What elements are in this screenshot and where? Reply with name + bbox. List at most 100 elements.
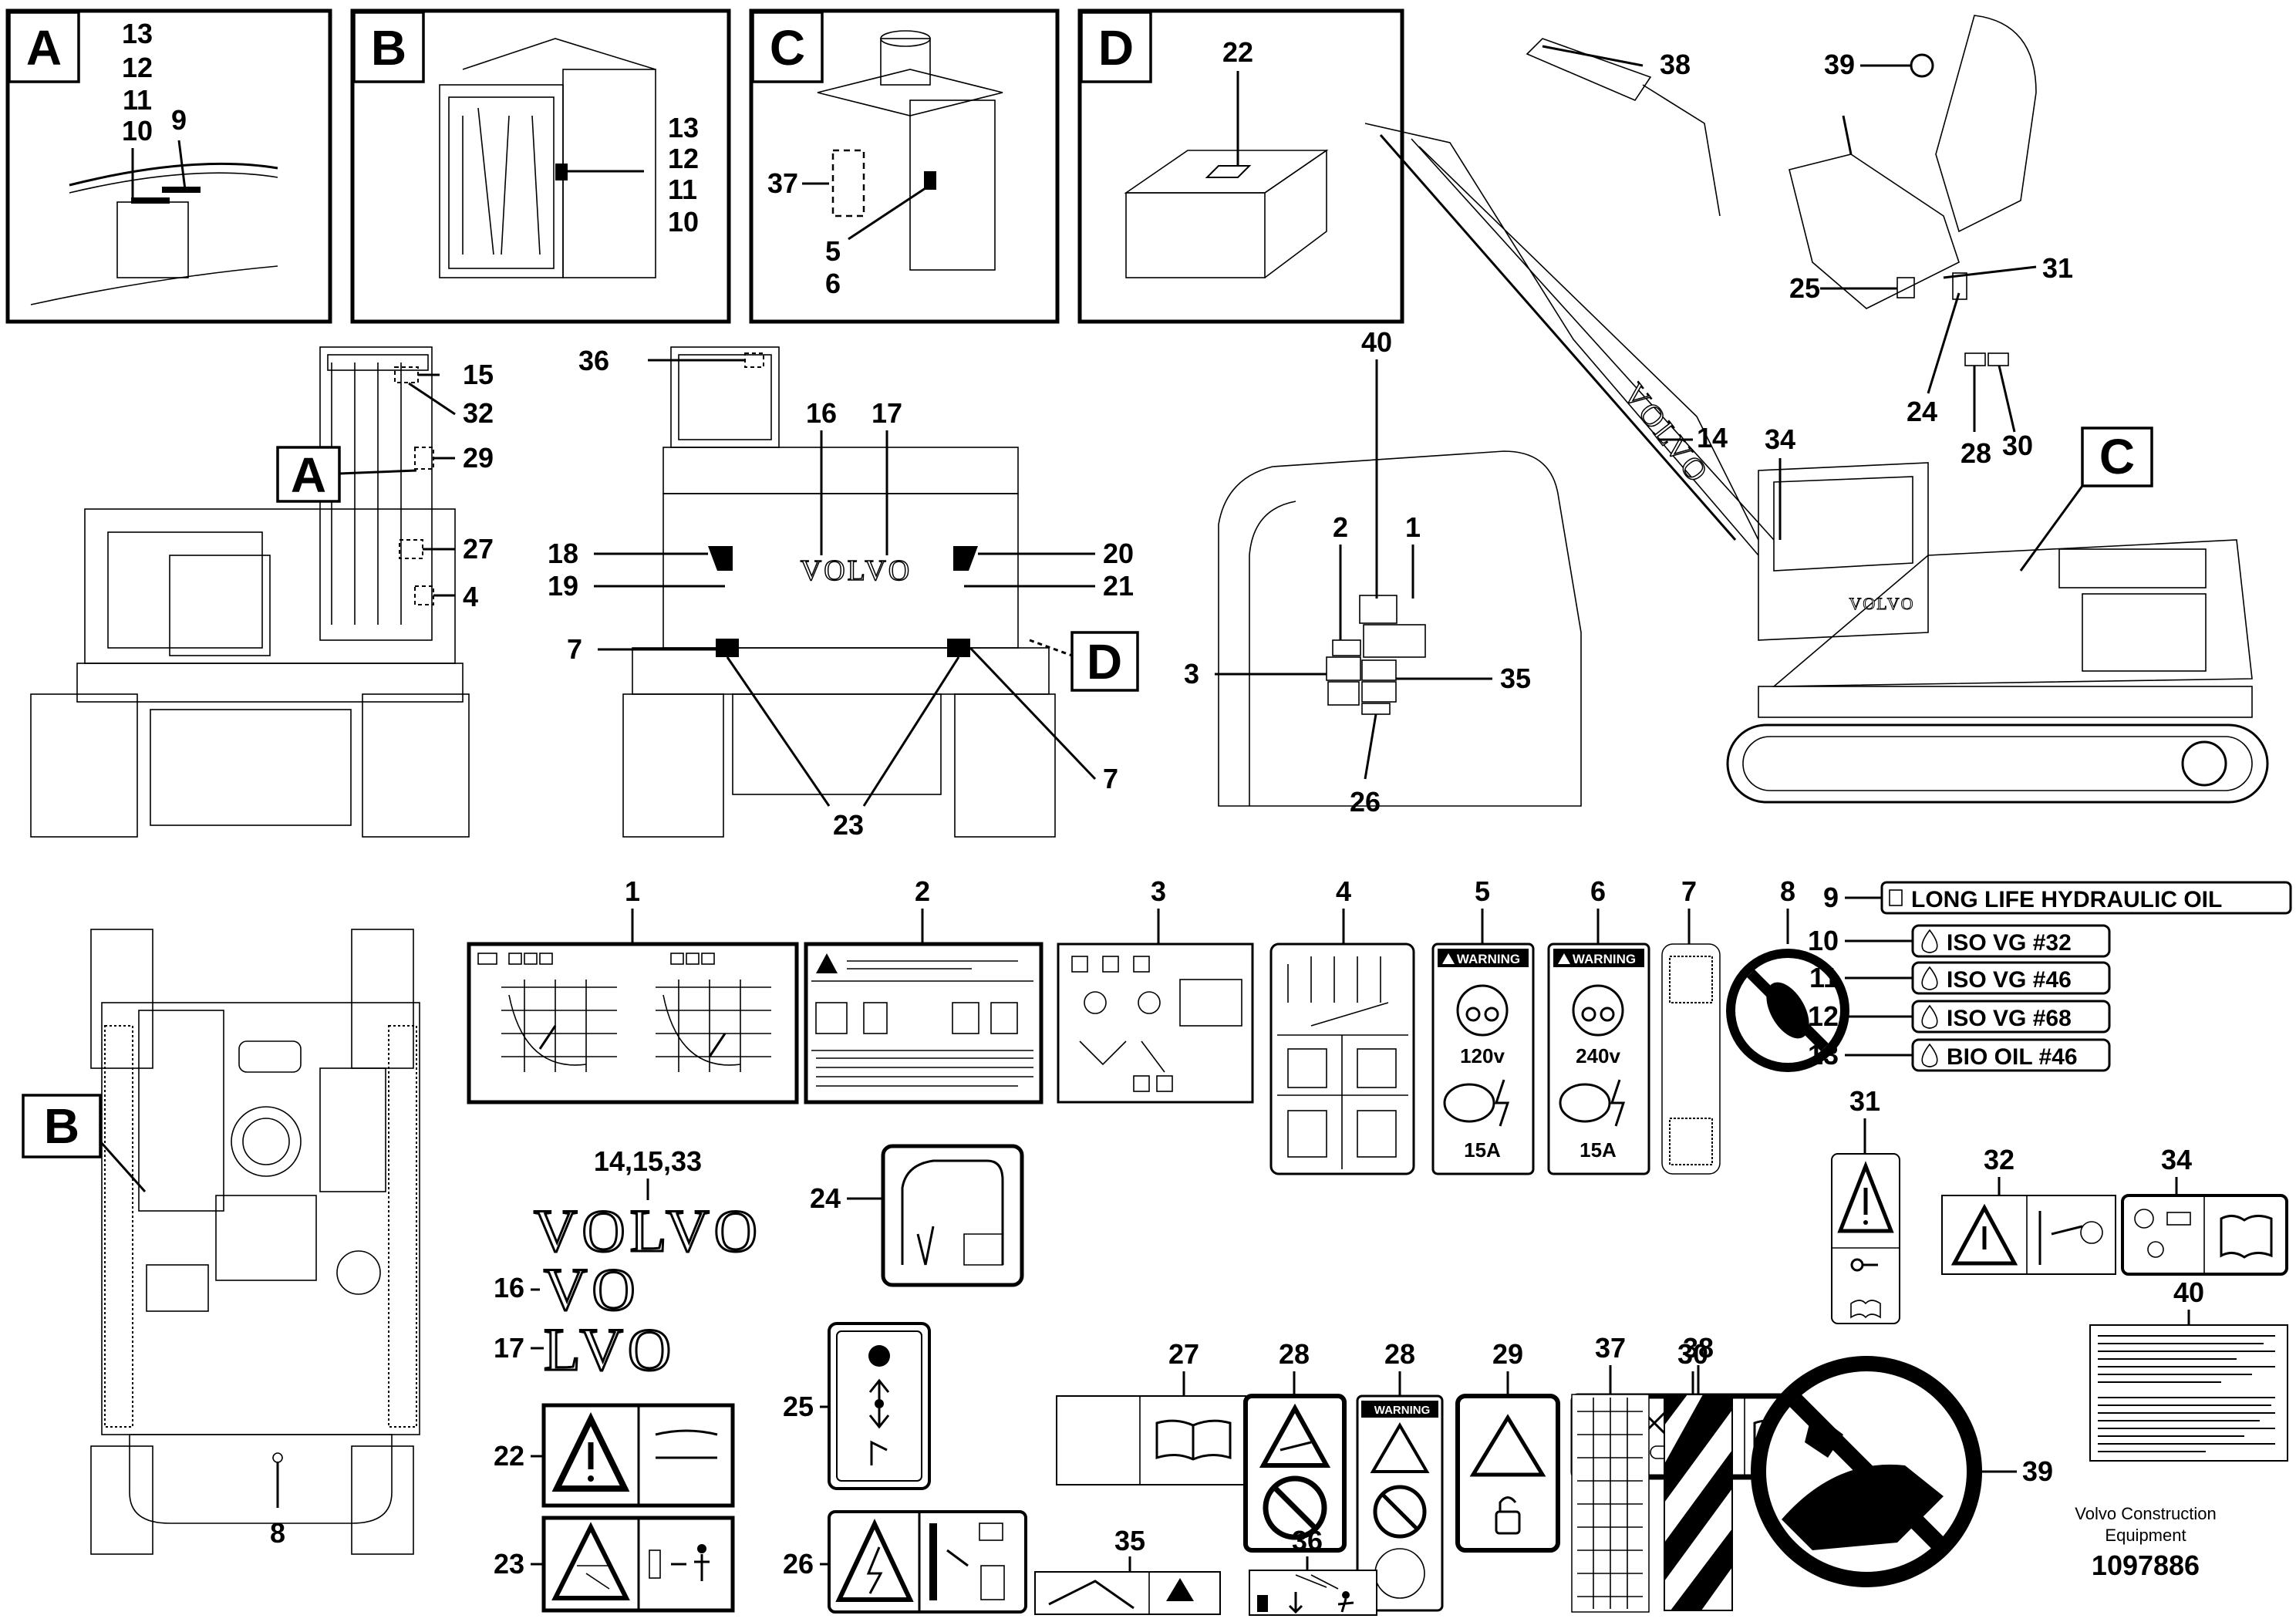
- detail-c-num-5: 5: [825, 235, 841, 267]
- decal-14-logo: VOLVO: [534, 1197, 762, 1264]
- detail-view-d: D 22: [1077, 8, 1404, 324]
- callout-20: 20: [1103, 538, 1134, 569]
- decal-8: 8: [1726, 875, 1849, 1072]
- callout-32: 32: [463, 397, 494, 429]
- callout-30: 28: [1961, 437, 1991, 469]
- decal-28a: 28: [1243, 1338, 1347, 1553]
- decal-39-num: 39: [2022, 1455, 2053, 1487]
- decal-7-num: 7: [1681, 875, 1697, 907]
- decal-28b: 28 WARNING: [1356, 1338, 1444, 1612]
- footer-company-line1: Volvo Construction: [2075, 1504, 2216, 1523]
- detail-a-num-13: 13: [122, 18, 153, 49]
- decal-37: 37: [1571, 1332, 1650, 1613]
- decal-40: 40: [2089, 1276, 2288, 1462]
- detail-c-num-6: 6: [825, 268, 841, 299]
- decal-2-num: 2: [915, 875, 930, 907]
- detail-a-letter: A: [26, 20, 62, 76]
- decal-6-amp: 15A: [1580, 1138, 1617, 1162]
- decal-14-15-33: 14,15,33 VOLVO: [533, 1145, 762, 1266]
- top-view: B 8: [22, 929, 420, 1555]
- decal-6-volt: 240v: [1576, 1044, 1620, 1067]
- detail-d-num-22: 22: [1222, 36, 1253, 68]
- decal-26-num: 26: [783, 1548, 814, 1580]
- oil-label-13-text: BIO OIL #46: [1947, 1044, 2078, 1070]
- callout-15: 15: [463, 359, 494, 390]
- decal-34-num: 34: [2161, 1144, 2192, 1175]
- marker-d: D: [1087, 634, 1122, 690]
- oil-labels: 9 LONG LIFE HYDRAULIC OIL 10 ISO VG #32 …: [1808, 881, 2292, 1072]
- decal-6-num: 6: [1590, 875, 1606, 907]
- detail-b-num-13: 13: [668, 112, 699, 143]
- decal-4-num: 4: [1336, 875, 1351, 907]
- detail-a-num-12: 12: [122, 52, 153, 83]
- callout-18: 18: [548, 538, 578, 569]
- cab-logo: VOLVO: [1849, 594, 1915, 613]
- callout-38: 38: [1660, 49, 1691, 80]
- decal-34: 34: [2121, 1144, 2288, 1276]
- decal-26: 26: [783, 1510, 1027, 1614]
- footer-part-number: 1097886: [2092, 1549, 2200, 1581]
- detail-b-num-11: 11: [668, 174, 697, 205]
- decal-24: 24: [810, 1144, 1024, 1287]
- decal-36: 36: [1249, 1525, 1377, 1616]
- callout-39: 39: [1824, 49, 1855, 80]
- decal-30-num: 30: [1677, 1338, 1708, 1370]
- oil-label-10-text: ISO VG #32: [1947, 930, 2072, 956]
- cab-view: 40 2 1 3 35 26: [1184, 326, 1582, 818]
- decal-39: 39: [1751, 1356, 2053, 1587]
- decal-2: 2: [804, 875, 1043, 1104]
- decal-27-num: 27: [1168, 1338, 1199, 1370]
- callout-14: 14: [1697, 422, 1728, 454]
- rear-view-left: A 15 32 29 27 4: [30, 346, 494, 838]
- decal-5: 5 WARNING 120v 15A: [1431, 875, 1535, 1175]
- decal-6-warning: WARNING: [1573, 952, 1636, 966]
- oil-label-11-num: 11: [1809, 962, 1839, 993]
- oil-label-9-text: LONG LIFE HYDRAULIC OIL: [1911, 887, 2222, 912]
- callout-23: 23: [833, 809, 864, 841]
- detail-view-a: A 13 12 11 10 9: [5, 8, 332, 324]
- callout-1: 1: [1405, 511, 1421, 543]
- callout-2: 2: [1333, 511, 1348, 543]
- decal-4: 4: [1269, 875, 1415, 1175]
- oil-label-12-text: ISO VG #68: [1947, 1006, 2072, 1031]
- decal-35-num: 35: [1114, 1525, 1145, 1556]
- callout-8-top: 8: [270, 1517, 285, 1549]
- decal-5-warning: WARNING: [1457, 952, 1520, 966]
- decal-36-num: 36: [1292, 1525, 1323, 1556]
- decal-16: 16 VO: [494, 1255, 636, 1324]
- decal-31: 31: [1831, 1085, 1900, 1324]
- callout-3: 3: [1184, 658, 1199, 690]
- decal-14-num: 14,15,33: [594, 1145, 702, 1177]
- decal-40-num: 40: [2173, 1276, 2204, 1308]
- decal-8-num: 8: [1780, 875, 1795, 907]
- callout-25: 31: [2042, 252, 2073, 284]
- decal-24-num: 24: [810, 1182, 841, 1214]
- decal-32: 32: [1941, 1144, 2116, 1275]
- callout-16: 16: [806, 397, 837, 429]
- decal-23-num: 23: [494, 1548, 524, 1580]
- detail-c-num-37: 37: [767, 167, 798, 199]
- callout-24: 34: [1765, 423, 1795, 455]
- callout-17: 17: [872, 397, 902, 429]
- callout-27: 27: [463, 533, 494, 565]
- footer-company-line2: Equipment: [2105, 1526, 2186, 1545]
- decal-29-num: 29: [1492, 1338, 1523, 1370]
- callout-21: 21: [1103, 570, 1134, 602]
- decal-37-num: 37: [1595, 1332, 1626, 1364]
- detail-b-letter: B: [371, 20, 406, 76]
- decal-17-logo: LVO: [544, 1316, 676, 1383]
- oil-label-12-num: 12: [1808, 1000, 1839, 1032]
- decal-5-amp: 15A: [1464, 1138, 1501, 1162]
- oil-label-10-num: 10: [1808, 925, 1839, 956]
- decal-22-num: 22: [494, 1440, 524, 1472]
- decal-22: 22: [494, 1403, 735, 1508]
- detail-a-num-10: 10: [122, 115, 153, 147]
- decal-38: 38: [1664, 1332, 1733, 1611]
- marker-b: B: [44, 1098, 79, 1154]
- detail-a-num-9: 9: [171, 104, 187, 136]
- detail-a-num-11: 11: [123, 84, 152, 116]
- footer: Volvo Construction Equipment 1097886: [2075, 1504, 2216, 1581]
- marker-a: A: [291, 447, 326, 503]
- decal-27: 27: [1056, 1338, 1246, 1485]
